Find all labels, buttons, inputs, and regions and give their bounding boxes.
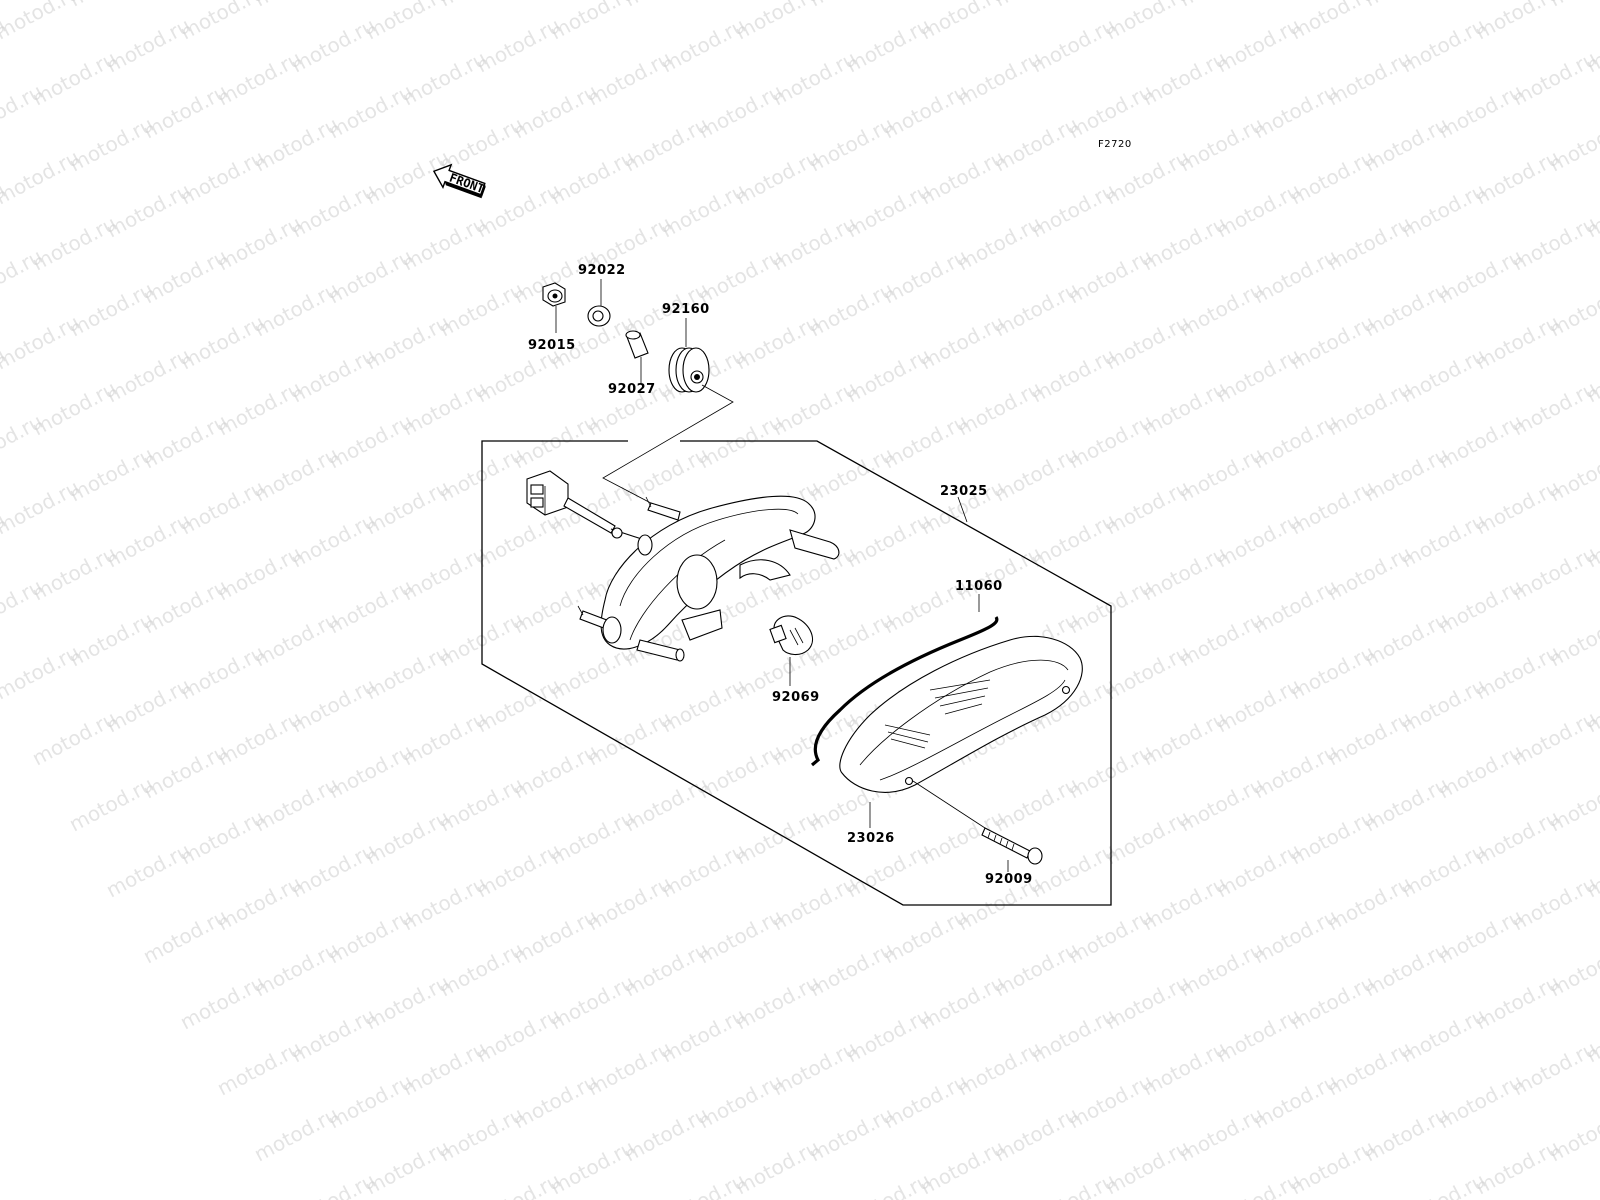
part-connector	[526, 470, 661, 546]
watermark-text: motod.ru	[1545, 607, 1600, 671]
label-92069: 92069	[772, 690, 820, 705]
part-92015-nut	[542, 282, 566, 333]
leader-line-23025	[957, 496, 968, 523]
assembly-frame	[481, 440, 1112, 906]
label-92160: 92160	[662, 302, 710, 317]
watermark-text: motod.ru	[731, 0, 823, 44]
part-92160-grommet	[668, 318, 710, 393]
watermark-text: motod.ru	[1545, 112, 1600, 176]
watermark-text: motod.ru	[1582, 1168, 1600, 1200]
watermark-text: motod.ru	[1175, 0, 1267, 11]
label-23026: 23026	[847, 831, 895, 846]
watermark-text: motod.ru	[435, 0, 527, 11]
label-11060: 11060	[955, 579, 1003, 594]
watermark-text: motod.ru	[620, 0, 712, 11]
part-92022-washer	[587, 279, 611, 327]
label-92009: 92009	[985, 872, 1033, 887]
watermark-text: motod.ru	[176, 0, 268, 44]
watermark-text: motod.ru	[546, 0, 638, 44]
watermark-text: motod.ru	[1545, 1102, 1600, 1166]
watermark-text: motod.ru	[1286, 0, 1378, 44]
watermark-text: motod.ru	[1545, 772, 1600, 836]
watermark-text: motod.ru	[250, 0, 342, 11]
label-23025: 23025	[940, 484, 988, 499]
watermark-text: motod.ru	[1471, 0, 1563, 44]
watermark-text: motod.ru	[0, 0, 83, 44]
watermark-text: motod.ru	[1545, 442, 1600, 506]
watermark-text: motod.ru	[1545, 277, 1600, 341]
part-92027-collar	[625, 330, 649, 383]
part-92069-bulb	[769, 615, 813, 686]
watermark-text: motod.ru	[65, 0, 157, 11]
watermark-text: motod.ru	[916, 0, 1008, 44]
label-92022: 92022	[578, 263, 626, 278]
watermark-text: motod.ru	[361, 0, 453, 44]
part-11060-gasket	[810, 594, 999, 767]
part-23026-lens	[839, 635, 1083, 828]
figure-code: F2720	[1098, 139, 1132, 150]
watermark-text: motod.ru	[1545, 937, 1600, 1001]
part-92009-screw	[912, 780, 1043, 872]
label-92015: 92015	[528, 338, 576, 353]
watermark-text: motod.ru	[1360, 0, 1452, 11]
watermark-text: motod.ru	[805, 0, 897, 11]
watermark-text: motod.ru	[1545, 0, 1600, 11]
leader-line-mount	[602, 384, 734, 513]
label-92027: 92027	[608, 382, 656, 397]
watermark-text: motod.ru	[990, 0, 1082, 11]
watermark-text: motod.ru	[1101, 0, 1193, 44]
part-housing-base	[577, 495, 840, 662]
